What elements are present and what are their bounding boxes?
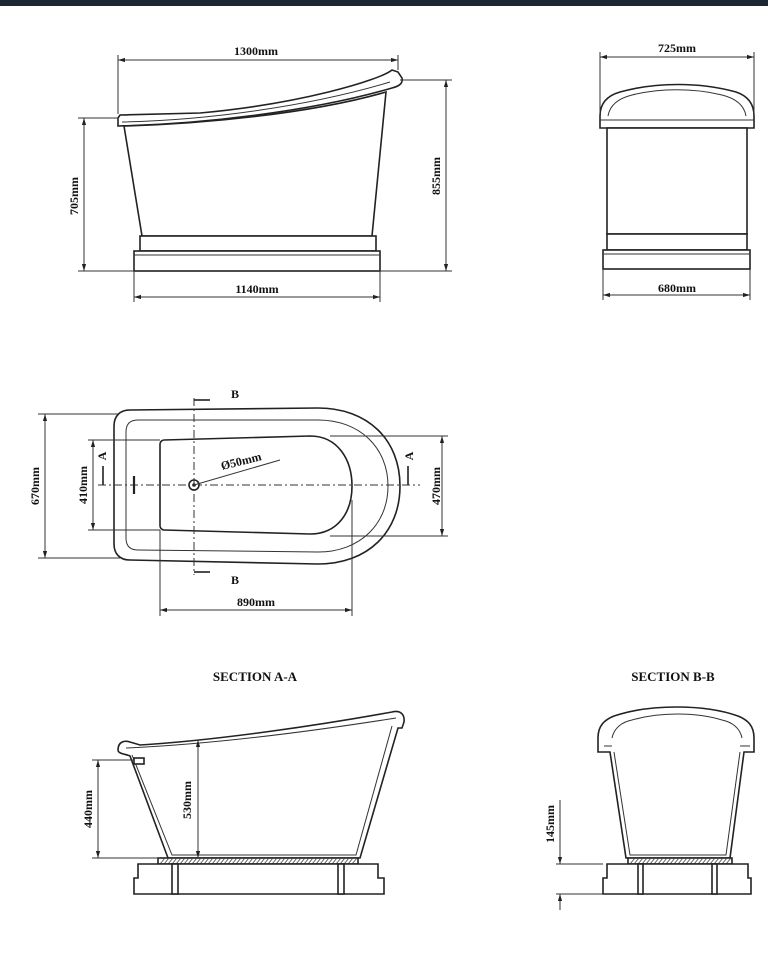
section-aa-view: SECTION A-A 440mm 530mm: [81, 669, 405, 895]
plan-inner-basin: [159, 435, 353, 535]
front-plinth-base: [133, 250, 381, 272]
dim-label: 470mm: [429, 467, 443, 505]
dim-section-aa-depth-left: 440mm: [81, 759, 160, 859]
dim-label: 1140mm: [235, 282, 278, 296]
dim-front-rim-height: 705mm: [67, 117, 134, 272]
dim-label: 890mm: [237, 595, 275, 609]
side-plinth-base: [602, 249, 751, 270]
side-rim: [599, 83, 755, 129]
plan-view: Ø50mm B B A A 670mm 410mm: [28, 387, 448, 616]
front-view: 1300mm 705mm 855mm 1140mm: [67, 44, 452, 302]
side-body: [606, 127, 748, 235]
dim-side-top-width: 725mm: [599, 41, 755, 114]
dim-plan-outer-width: 670mm: [28, 413, 120, 559]
front-plinth-top: [139, 235, 377, 252]
dim-front-total-height: 855mm: [380, 79, 452, 272]
dim-section-aa-depth-center: 530mm: [180, 740, 201, 858]
dim-front-base-width: 1140mm: [133, 271, 381, 302]
section-marker-a-right: A: [402, 451, 416, 460]
dim-label: 670mm: [28, 467, 42, 505]
dim-plan-inner-length: 890mm: [159, 500, 353, 616]
dim-label: 1300mm: [234, 44, 278, 58]
section-aa-shell: [117, 710, 405, 859]
dim-label: 145mm: [543, 805, 557, 843]
dim-label: 725mm: [658, 41, 696, 55]
dim-plan-inner-width: 410mm: [76, 439, 160, 531]
dim-front-top-width: 1300mm: [117, 44, 399, 114]
front-body: [123, 90, 387, 237]
dim-label: 705mm: [67, 177, 81, 215]
dim-label: 680mm: [658, 281, 696, 295]
section-bb-view: SECTION B-B 145mm: [543, 669, 755, 910]
dim-label: 855mm: [429, 157, 443, 195]
section-bb-shell: [597, 706, 755, 859]
section-bb-base: [602, 863, 752, 895]
dim-side-base-width: 680mm: [602, 269, 751, 300]
dim-section-bb-base: 145mm: [543, 800, 603, 910]
section-marker-b-bottom: B: [231, 573, 239, 587]
section-marker-b-top: B: [231, 387, 239, 401]
section-bb-title: SECTION B-B: [631, 669, 715, 684]
section-aa-title: SECTION A-A: [213, 669, 298, 684]
dim-label: 530mm: [180, 781, 194, 819]
dim-plan-end-width: 470mm: [330, 435, 448, 537]
side-plinth-top: [606, 233, 748, 251]
side-view: 725mm 680mm: [599, 41, 755, 300]
front-rim: [117, 69, 403, 127]
section-marker-a-left: A: [95, 451, 109, 460]
dim-label: 440mm: [81, 790, 95, 828]
section-aa-base: [133, 863, 385, 895]
top-bar: [0, 0, 768, 6]
dim-label: 410mm: [76, 466, 90, 504]
